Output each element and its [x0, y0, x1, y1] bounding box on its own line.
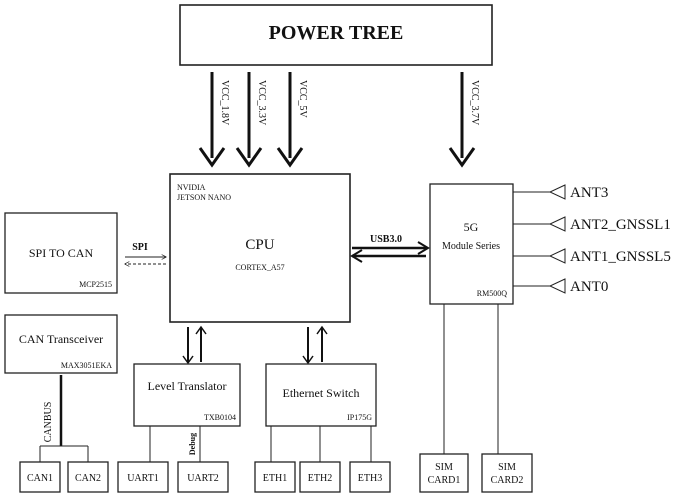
cpu-core: CORTEX_A57 — [235, 263, 284, 272]
sim-card-2: SIM CARD2 — [481, 453, 533, 493]
spi-to-can-title: SPI TO CAN — [29, 246, 94, 260]
sim-wiring — [443, 304, 499, 454]
eth-port-2: ETH2 — [299, 461, 341, 493]
debug-label: Debug — [188, 433, 197, 455]
uart-port-2: UART2 — [177, 461, 229, 493]
ethernet-switch-block: Ethernet Switch IP175G — [265, 363, 377, 427]
cpu-board: JETSON NANO — [177, 193, 231, 202]
5g-module-line2: Module Series — [442, 241, 500, 252]
power-rail-vcc-1v8: VCC_1.8V — [198, 72, 230, 168]
can-transceiver-block: CAN Transceiver MAX3051EKA — [4, 314, 118, 374]
antenna-ant2-label: ANT2_GNSSL1 — [570, 217, 671, 233]
spi-to-can-part: MCP2515 — [79, 280, 112, 289]
level-translator-block: Level Translator TXB0104 — [133, 363, 241, 427]
5g-module-part: RM500Q — [477, 289, 507, 298]
power-tree-title: POWER TREE — [269, 22, 404, 44]
sim-card-1-line1: SIM — [435, 462, 453, 473]
usb3-link: USB3.0 — [350, 234, 430, 263]
antenna-ant1-label: ANT1_GNSSL5 — [570, 249, 671, 265]
antenna-ant3: ANT3 — [513, 184, 608, 201]
rail-label-vcc-3v3: VCC_3.3V — [256, 80, 267, 126]
antenna-ant0-label: ANT0 — [570, 279, 608, 295]
canbus-label: CANBUS — [43, 402, 54, 443]
antenna-ant1: ANT1_GNSSL5 — [513, 248, 671, 265]
rail-label-vcc-5v: VCC_5V — [297, 80, 308, 119]
antenna-icon — [548, 184, 566, 200]
eth-port-3: ETH3 — [349, 461, 391, 493]
ethernet-switch-part: IP175G — [347, 413, 372, 422]
uart-wiring: Debug — [149, 426, 201, 462]
spi-label: SPI — [132, 242, 148, 253]
cpu-level-translator-link — [182, 325, 207, 365]
antenna-ant2: ANT2_GNSSL1 — [513, 216, 671, 233]
ethernet-switch-title: Ethernet Switch — [283, 386, 360, 400]
power-rail-vcc-3v7: VCC_3.7V — [448, 72, 480, 168]
sim-card-1-line2: CARD1 — [428, 475, 461, 486]
antenna-icon — [548, 278, 566, 294]
cpu-ethernet-switch-link — [302, 325, 328, 365]
level-translator-part: TXB0104 — [204, 413, 236, 422]
rail-label-vcc-3v7: VCC_3.7V — [469, 80, 480, 126]
sim-card-2-line1: SIM — [498, 462, 516, 473]
can-port-2-label: CAN2 — [75, 473, 101, 484]
spi-to-can-block: SPI TO CAN MCP2515 — [4, 212, 118, 294]
rail-label-vcc-1v8: VCC_1.8V — [219, 80, 230, 126]
uart-port-1-label: UART1 — [127, 473, 159, 484]
can-port-1-label: CAN1 — [27, 473, 53, 484]
cpu-title: CPU — [245, 237, 274, 253]
can-port-2: CAN2 — [67, 461, 109, 493]
eth-wiring — [270, 426, 372, 462]
cpu-block: NVIDIA JETSON NANO CPU CORTEX_A57 — [169, 173, 351, 323]
spi-link: SPI — [125, 242, 166, 264]
sim-card-1: SIM CARD1 — [419, 453, 469, 493]
eth-port-1: ETH1 — [254, 461, 296, 493]
cpu-vendor: NVIDIA — [177, 183, 206, 192]
power-tree-block: POWER TREE — [179, 4, 493, 66]
power-rail-vcc-5v: VCC_5V — [276, 72, 308, 168]
uart-port-1: UART1 — [117, 461, 169, 493]
uart-port-2-label: UART2 — [187, 473, 219, 484]
usb3-label: USB3.0 — [370, 234, 402, 245]
eth-port-2-label: ETH2 — [308, 473, 332, 484]
eth-port-1-label: ETH1 — [263, 473, 287, 484]
level-translator-title: Level Translator — [148, 379, 227, 393]
antenna-ant0: ANT0 — [513, 278, 608, 295]
power-rail-vcc-3v3: VCC_3.3V — [235, 72, 267, 168]
antenna-icon — [548, 248, 566, 264]
5g-module-block: 5G Module Series RM500Q — [429, 183, 514, 305]
5g-module-line1: 5G — [464, 220, 479, 234]
can-transceiver-title: CAN Transceiver — [19, 332, 103, 346]
sim-card-2-line2: CARD2 — [491, 475, 524, 486]
can-port-1: CAN1 — [19, 461, 61, 493]
antenna-ant3-label: ANT3 — [570, 185, 608, 201]
antenna-icon — [548, 216, 566, 232]
can-transceiver-part: MAX3051EKA — [61, 361, 112, 370]
eth-port-3-label: ETH3 — [358, 473, 382, 484]
canbus-link: CANBUS — [39, 375, 89, 462]
